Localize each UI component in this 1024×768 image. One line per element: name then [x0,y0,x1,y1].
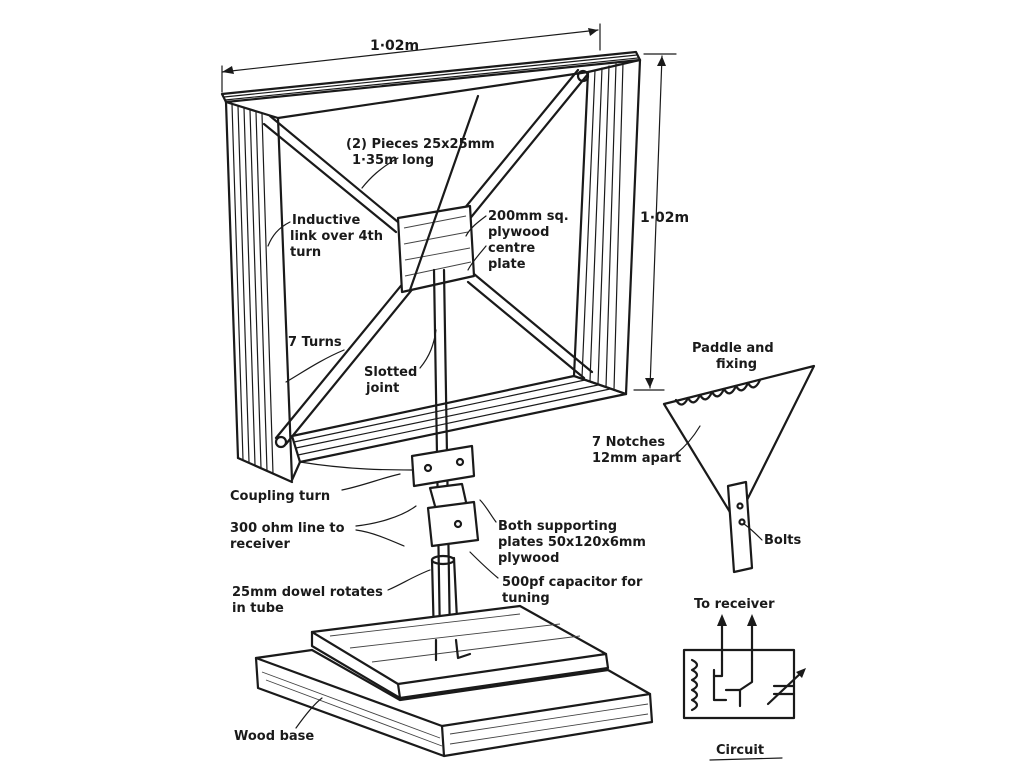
leader-lines [267,157,499,729]
slotted-label-2: joint [365,381,399,396]
capacitor-label-2: tuning [502,591,550,606]
lower-support-plate [426,500,480,548]
width-dimension-label: 1·02m [370,38,419,54]
slotted-label-1: Slotted [364,365,417,380]
left-winding [224,100,294,484]
supporting-label-2: plates 50x120x6mm [498,535,646,550]
supporting-label-1: Both supporting [498,519,617,534]
paddle-label-1: Paddle and [692,341,774,356]
bolts-label: Bolts [764,533,802,548]
dimension-height [633,53,677,391]
plate-label-4: plate [488,257,526,272]
inductive-label-3: turn [290,245,321,260]
supporting-label-3: plywood [498,551,559,566]
dowel-label-1: 25mm dowel rotates [232,585,383,600]
circuit-label: Circuit [716,743,764,758]
capacitor-label-1: 500pf capacitor for [502,575,643,590]
circuit-schematic [682,614,806,761]
loop-frame [220,50,642,484]
paddle-detail [662,364,816,574]
wood-base-label: Wood base [234,729,314,744]
dowel-label-2: in tube [232,601,284,616]
plate-label-2: plywood [488,225,549,240]
dimension-width [221,23,601,93]
text-labels: 1·02m 1·02m (2) Pieces 25x25mm 1·35m lon… [230,38,802,758]
notches-label-1: 7 Notches [592,435,665,450]
to-receiver-label: To receiver [694,597,775,612]
pieces-label-2: 1·35m long [352,153,434,168]
turns-label: 7 Turns [288,335,342,350]
paddle-label-2: fixing [716,357,757,372]
upper-support-plate [410,444,476,488]
pieces-label-1: (2) Pieces 25x25mm [346,137,495,152]
plate-label-3: centre [488,241,535,256]
right-winding [572,58,642,396]
inductive-label-2: link over 4th [290,229,383,244]
wood-base [254,604,654,758]
inductive-label-1: Inductive [292,213,361,228]
notches-label-2: 12mm apart [592,451,681,466]
height-dimension-label: 1·02m [640,210,689,226]
line-label-2: receiver [230,537,290,552]
centre-plate [396,94,480,294]
coupling-label: Coupling turn [230,489,330,504]
plate-label-1: 200mm sq. [488,209,569,224]
line-label-1: 300 ohm line to [230,521,345,536]
